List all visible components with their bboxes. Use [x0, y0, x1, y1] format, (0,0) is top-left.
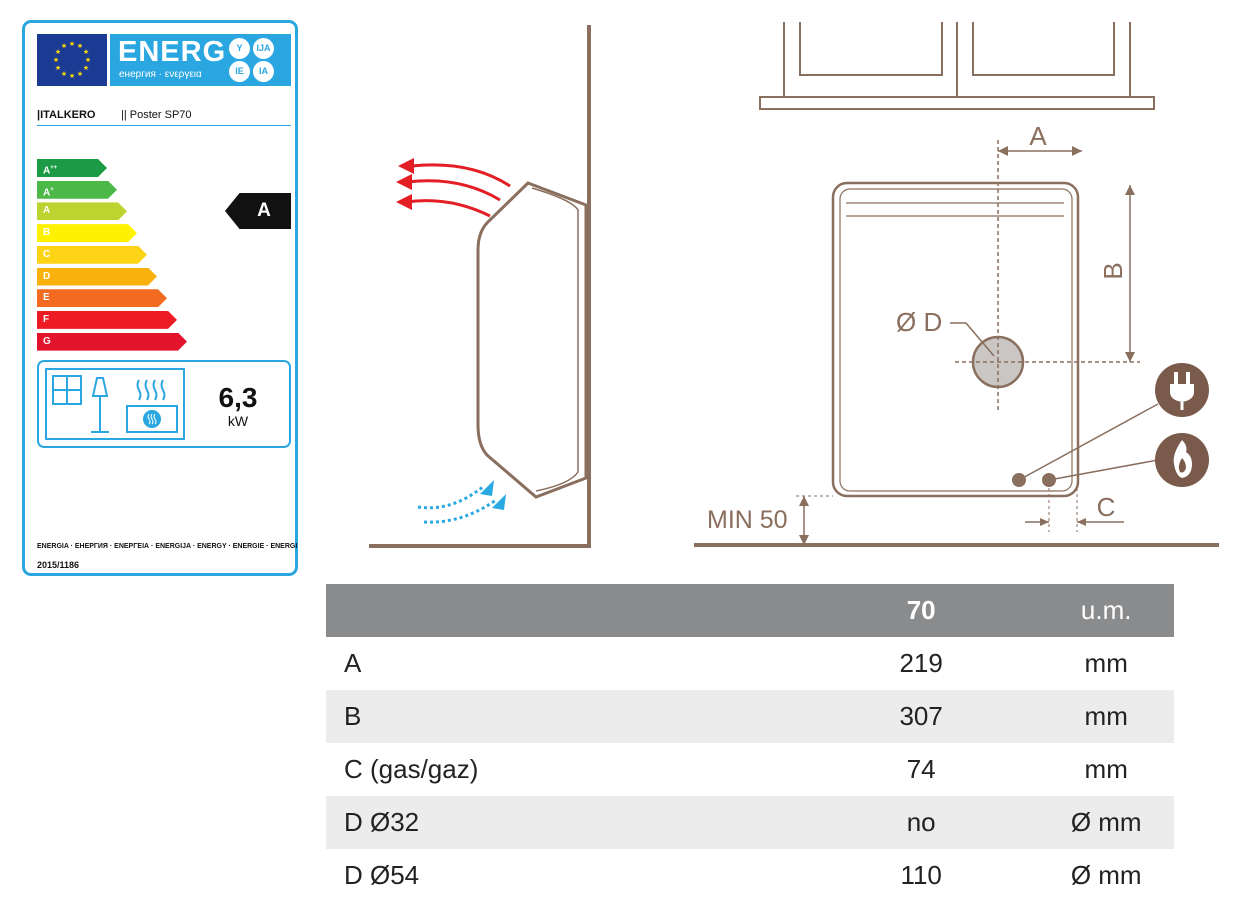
row-label: B — [326, 690, 804, 743]
heat-output-box: 6,3 kW — [37, 360, 291, 448]
energy-class-letter: A — [43, 187, 51, 199]
energy-label: ★ ★ ★ ★ ★ ★ ★ ★ ★ ★ ★ ★ ENERG енергия · … — [22, 20, 298, 576]
energy-class-letter: C — [43, 248, 51, 260]
header-unit-cell: u.m. — [1038, 584, 1174, 637]
energ-banner: ENERG енергия · ενεργεια Y IJA IE IA — [110, 34, 291, 86]
row-unit: mm — [1038, 690, 1174, 743]
energy-class-bar: A+ — [37, 181, 117, 199]
svg-text:★: ★ — [83, 64, 89, 72]
heater-side-profile — [476, 181, 588, 499]
energy-class-letter: A — [43, 205, 51, 217]
energy-class-letter: E — [43, 292, 50, 304]
row-unit: mm — [1084, 648, 1128, 678]
supplier-row: |ITALKERO || Poster SP70 — [37, 109, 291, 126]
heater-body-icon — [126, 405, 178, 433]
regulation-number: 2015/1186 — [37, 560, 80, 570]
dimension-label-c: C — [1097, 492, 1116, 522]
energy-class-bar: G — [37, 333, 187, 351]
energy-class-bar: E — [37, 289, 167, 307]
lamp-icon — [91, 377, 109, 433]
energy-label-header: ★ ★ ★ ★ ★ ★ ★ ★ ★ ★ ★ ★ ENERG енергия · … — [37, 34, 291, 86]
svg-text:★: ★ — [55, 48, 61, 56]
energy-class-superscript: ++ — [50, 165, 58, 171]
cold-air-arrows — [417, 484, 497, 524]
installation-drawings: A B Ø D — [369, 22, 1219, 548]
row-value: 110 — [900, 860, 942, 890]
row-unit: mm — [1084, 754, 1128, 784]
row-label: D Ø54 — [344, 860, 420, 890]
dimension-label-b: B — [1098, 262, 1128, 279]
table-row: D Ø54 110 Ø mm — [326, 849, 1174, 902]
table-header-row: 70 u.m. — [326, 584, 1174, 637]
energy-class-bar: F — [37, 311, 177, 329]
table-row: A 219 mm — [326, 637, 1174, 690]
eu-flag-icon: ★ ★ ★ ★ ★ ★ ★ ★ ★ ★ ★ ★ — [37, 34, 107, 86]
row-value: 307 — [803, 690, 1039, 743]
energy-class-letter: D — [43, 270, 51, 282]
energ-subtitle: енергия · ενεργεια — [119, 69, 202, 80]
svg-text:★: ★ — [85, 56, 91, 64]
energy-class-bar: C — [37, 246, 147, 264]
table-row: B 307 mm — [326, 690, 1174, 743]
energy-rating-arrow: A — [225, 193, 291, 229]
energy-class-bar: A++ — [37, 159, 107, 177]
table-row: C (gas/gaz) 74 mm — [326, 743, 1174, 796]
front-view-drawing: A B Ø D — [694, 22, 1219, 547]
row-value: no — [803, 796, 1039, 849]
row-value: 74 — [906, 754, 936, 784]
dimension-label-d: Ø D — [896, 307, 942, 337]
energ-word: ENERG — [118, 36, 227, 68]
energy-class-bar: B — [37, 224, 137, 242]
model-identifier: || Poster SP70 — [121, 109, 192, 121]
energia-languages-strip: ENERGIA · ЕНЕРГИЯ · ΕΝΕΡΓΕΙΑ · ENERGIJA … — [37, 543, 298, 550]
header-label-cell — [326, 584, 804, 637]
row-label: C (gas/gaz) — [344, 754, 479, 784]
min-clearance-label: MIN 50 — [707, 506, 788, 534]
energy-class-letter: A — [43, 165, 51, 177]
language-badge: IE — [229, 61, 250, 82]
energy-class-letter: F — [43, 313, 50, 325]
heat-waves-icon — [136, 379, 166, 401]
flame-icon — [1155, 433, 1209, 487]
svg-text:★: ★ — [61, 42, 67, 50]
hot-air-arrows — [405, 163, 511, 218]
dimensions-table: 70 u.m. A 219 mm B 307 mm C (gas/gaz) 74… — [326, 584, 1174, 902]
svg-text:★: ★ — [77, 42, 83, 50]
supplier-name: |ITALKERO — [37, 109, 96, 121]
heater-pictogram — [45, 368, 185, 440]
language-badge: IA — [253, 61, 274, 82]
svg-text:★: ★ — [69, 40, 75, 48]
language-badge: IJA — [253, 38, 274, 59]
side-view-drawing — [369, 25, 591, 548]
heater-front-outline — [831, 181, 1080, 498]
heat-output-value: 6,3 — [218, 382, 258, 413]
row-label: D Ø32 — [326, 796, 804, 849]
language-badge: Y — [229, 38, 250, 59]
svg-text:★: ★ — [55, 64, 61, 72]
energy-class-bar: A — [37, 202, 127, 220]
svg-text:★: ★ — [77, 70, 83, 78]
svg-text:★: ★ — [69, 72, 75, 80]
svg-text:★: ★ — [53, 56, 59, 64]
energy-class-letter: G — [43, 335, 51, 347]
row-unit: Ø mm — [1070, 860, 1142, 890]
row-unit: Ø mm — [1038, 796, 1174, 849]
plug-icon — [1155, 363, 1209, 417]
table-row: D Ø32 no Ø mm — [326, 796, 1174, 849]
energy-class-letter: B — [43, 227, 51, 239]
dimension-label-a: A — [1029, 121, 1047, 151]
energy-class-bar: D — [37, 268, 157, 286]
row-label: A — [344, 648, 362, 678]
energy-rating-value: A — [257, 200, 271, 221]
svg-text:★: ★ — [61, 70, 67, 78]
heat-output-unit: kW — [227, 413, 249, 429]
energy-class-superscript: + — [50, 186, 54, 193]
header-model-cell: 70 — [803, 584, 1039, 637]
row-value: 219 — [899, 648, 943, 678]
svg-text:★: ★ — [83, 48, 89, 56]
